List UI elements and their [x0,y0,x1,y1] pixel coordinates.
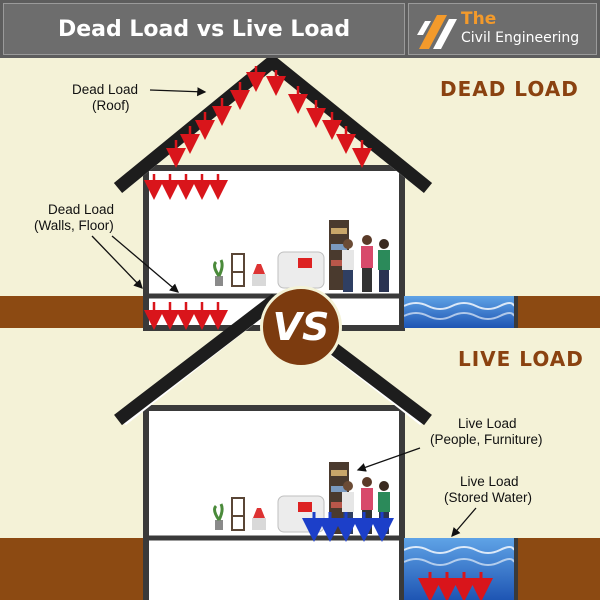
walls-label-pointer-2 [111,235,179,293]
people-top [342,235,390,292]
roof-outline-top [113,53,433,194]
water-tank-top [404,296,514,328]
versus-text: VS [272,305,330,349]
floor-dead-load-arrows [144,302,228,330]
versus-badge: VS [260,286,342,368]
title-box: Dead Load vs Live Load [3,3,405,55]
water-label-line2: (Stored Water) [444,490,532,505]
people-label-line2: (People, Furniture) [430,432,543,447]
header-bar: Dead Load vs Live Load The Civil Enginee… [0,0,600,58]
roof-dead-load-arrows [166,66,372,168]
live-load-house [0,293,600,600]
walls-label-pointer-1 [91,235,143,289]
water-label-pointer [451,507,477,537]
people-label-pointer [356,447,421,472]
page-title: Dead Load vs Live Load [57,16,351,42]
live-load-arrows-floor [302,512,394,542]
brand-logo: The Civil Engineering [408,3,597,55]
slash-logo-icon [417,15,457,49]
logo-text-top: The [461,9,497,29]
water-live-load-arrows [418,572,493,600]
roof-label-pointer [149,87,207,97]
roof-label-line2: (Roof) [92,98,130,113]
dead-load-heading: DEAD LOAD [440,77,579,101]
walls-label-line2: (Walls, Floor) [34,218,114,233]
people-label-line1: Live Load [458,416,517,431]
ceiling-dead-load-arrows [144,174,228,200]
roof-label-line1: Dead Load [72,82,138,97]
house-walls-bottom [143,405,405,600]
water-label-line1: Live Load [460,474,519,489]
walls-label-line1: Dead Load [48,202,114,217]
logo-text-bottom: Civil Engineering [461,30,580,46]
live-load-heading: LIVE LOAD [458,347,584,371]
furniture-top [213,220,349,290]
